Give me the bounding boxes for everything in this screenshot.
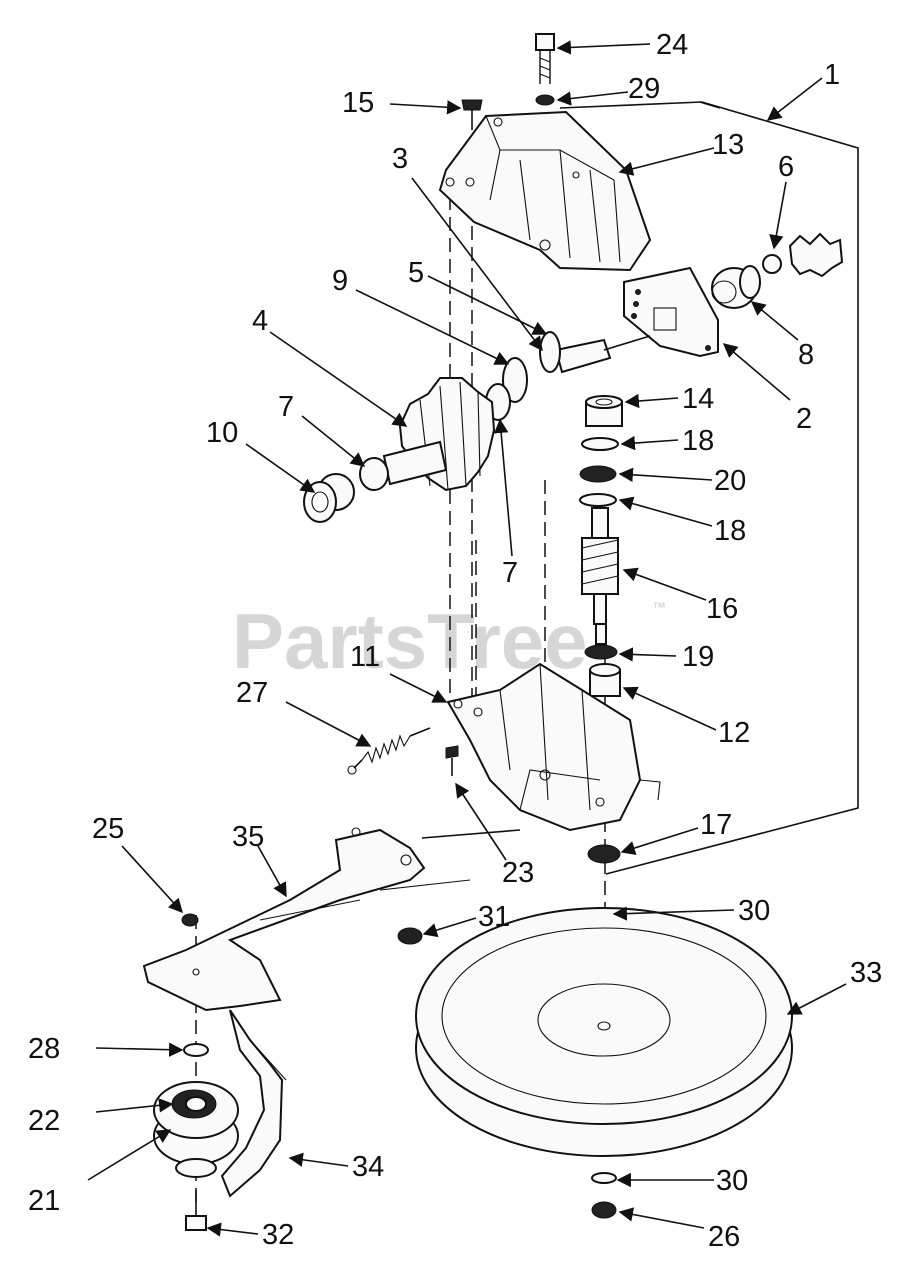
upper-housing-13 <box>438 110 652 272</box>
callout-20: 20 <box>714 465 746 497</box>
washer-6 <box>762 254 782 274</box>
watermark-text: PartsTree <box>232 597 588 685</box>
washer-29 <box>535 94 555 106</box>
callout-6: 6 <box>778 151 794 183</box>
callout-30-top: 30 <box>738 895 770 927</box>
washer-lower-idler <box>175 1158 217 1178</box>
screw-23 <box>445 745 459 776</box>
callout-17: 17 <box>700 809 732 841</box>
callout-26: 26 <box>708 1221 740 1253</box>
callout-19: 19 <box>682 641 714 673</box>
idler-arm-35 <box>142 827 521 1012</box>
shaft-3 <box>554 335 651 374</box>
callout-labels: 24 29 1 15 13 3 6 5 9 4 8 2 14 7 10 18 2… <box>28 29 882 1253</box>
callout-12: 12 <box>718 717 750 749</box>
callout-32: 32 <box>262 1219 294 1251</box>
callout-22: 22 <box>28 1105 60 1137</box>
nut-31 <box>397 927 423 945</box>
part-9 <box>502 357 528 403</box>
callout-31: 31 <box>478 901 510 933</box>
callout-11: 11 <box>350 641 380 673</box>
callout-27: 27 <box>236 677 268 709</box>
callout-4: 4 <box>252 305 268 337</box>
washer-18-bottom <box>579 493 617 507</box>
washer-30-bottom <box>591 1172 617 1184</box>
callout-28: 28 <box>28 1033 60 1065</box>
bolt-32 <box>185 1190 207 1231</box>
bushing-10 <box>303 473 355 523</box>
washer-18-top <box>581 437 619 451</box>
worm-gear-16 <box>581 507 619 645</box>
callout-34: 34 <box>352 1151 384 1183</box>
callout-24: 24 <box>656 29 688 61</box>
pinion-gear <box>788 232 844 278</box>
nut-17 <box>587 844 621 864</box>
leader-arrows <box>87 40 847 1237</box>
callout-13: 13 <box>712 129 744 161</box>
bracket-34 <box>220 1009 287 1198</box>
idler-pulley-21 <box>153 1081 239 1165</box>
callout-9: 9 <box>332 265 348 297</box>
trademark-symbol: ™ <box>652 599 666 615</box>
callout-14: 14 <box>682 383 714 415</box>
callout-15: 15 <box>342 87 374 119</box>
spring-27 <box>347 727 431 775</box>
callout-18-top: 18 <box>682 425 714 457</box>
callout-21: 21 <box>28 1185 60 1217</box>
callout-3: 3 <box>392 143 408 175</box>
lower-housing-11 <box>446 662 661 832</box>
assembly-bracket-1 <box>559 101 859 875</box>
nut-25 <box>181 913 199 927</box>
callout-35: 35 <box>232 821 264 853</box>
callout-18-bottom: 18 <box>714 515 746 547</box>
washer-7-left <box>359 457 389 491</box>
callout-7-top: 7 <box>278 391 294 423</box>
bearing-12 <box>589 663 621 697</box>
gear-4 <box>382 377 496 492</box>
callout-23: 23 <box>502 857 534 889</box>
callout-7-bottom: 7 <box>502 557 518 589</box>
callout-5: 5 <box>408 257 424 289</box>
ring-20 <box>579 465 617 483</box>
nut-26 <box>591 1201 617 1219</box>
pulley-33 <box>415 907 793 1157</box>
callout-25: 25 <box>92 813 124 845</box>
washer-28 <box>183 1043 209 1057</box>
callout-2: 2 <box>796 403 812 435</box>
callout-30-bottom: 30 <box>716 1165 748 1197</box>
bushing-5 <box>539 331 561 373</box>
callout-16: 16 <box>706 593 738 625</box>
bolt-24 <box>535 33 555 84</box>
plate-2 <box>623 266 719 358</box>
washer-19 <box>584 644 618 660</box>
callout-1: 1 <box>824 59 840 91</box>
screw-15 <box>461 99 483 130</box>
callout-29: 29 <box>628 73 660 105</box>
bearing-8 <box>711 265 761 309</box>
bearing-14 <box>585 395 623 427</box>
callout-10: 10 <box>206 417 238 449</box>
callout-8: 8 <box>798 339 814 371</box>
callout-33: 33 <box>850 957 882 989</box>
